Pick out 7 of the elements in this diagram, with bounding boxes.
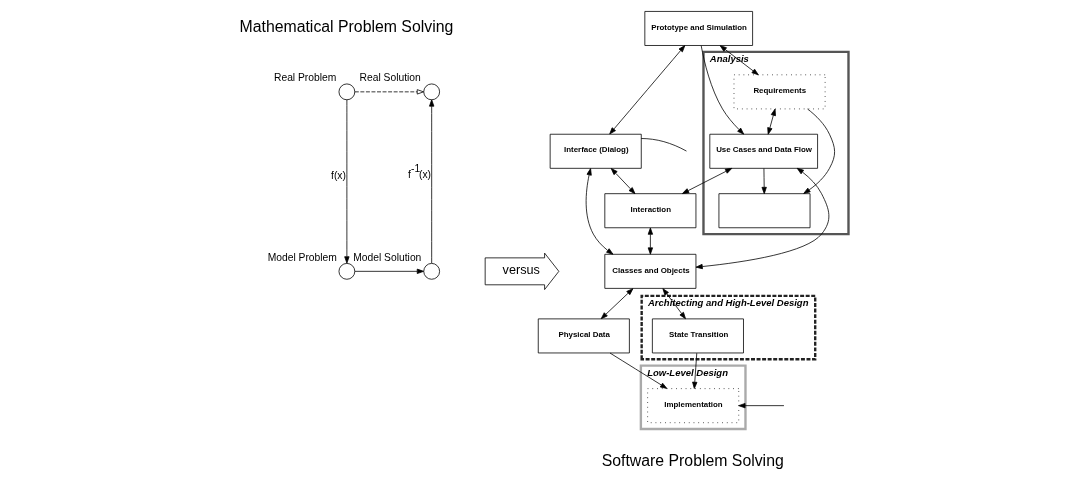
node-label: Real Solution [359,72,421,84]
label: Mathematical Problem Solving [239,18,454,36]
node-label: Model Problem [267,251,337,263]
node-label: Real Problem [273,72,337,84]
label: Software Problem Solving [601,452,784,470]
node-label: Model Solution [353,251,422,263]
edge-label: f(x) [331,169,346,181]
